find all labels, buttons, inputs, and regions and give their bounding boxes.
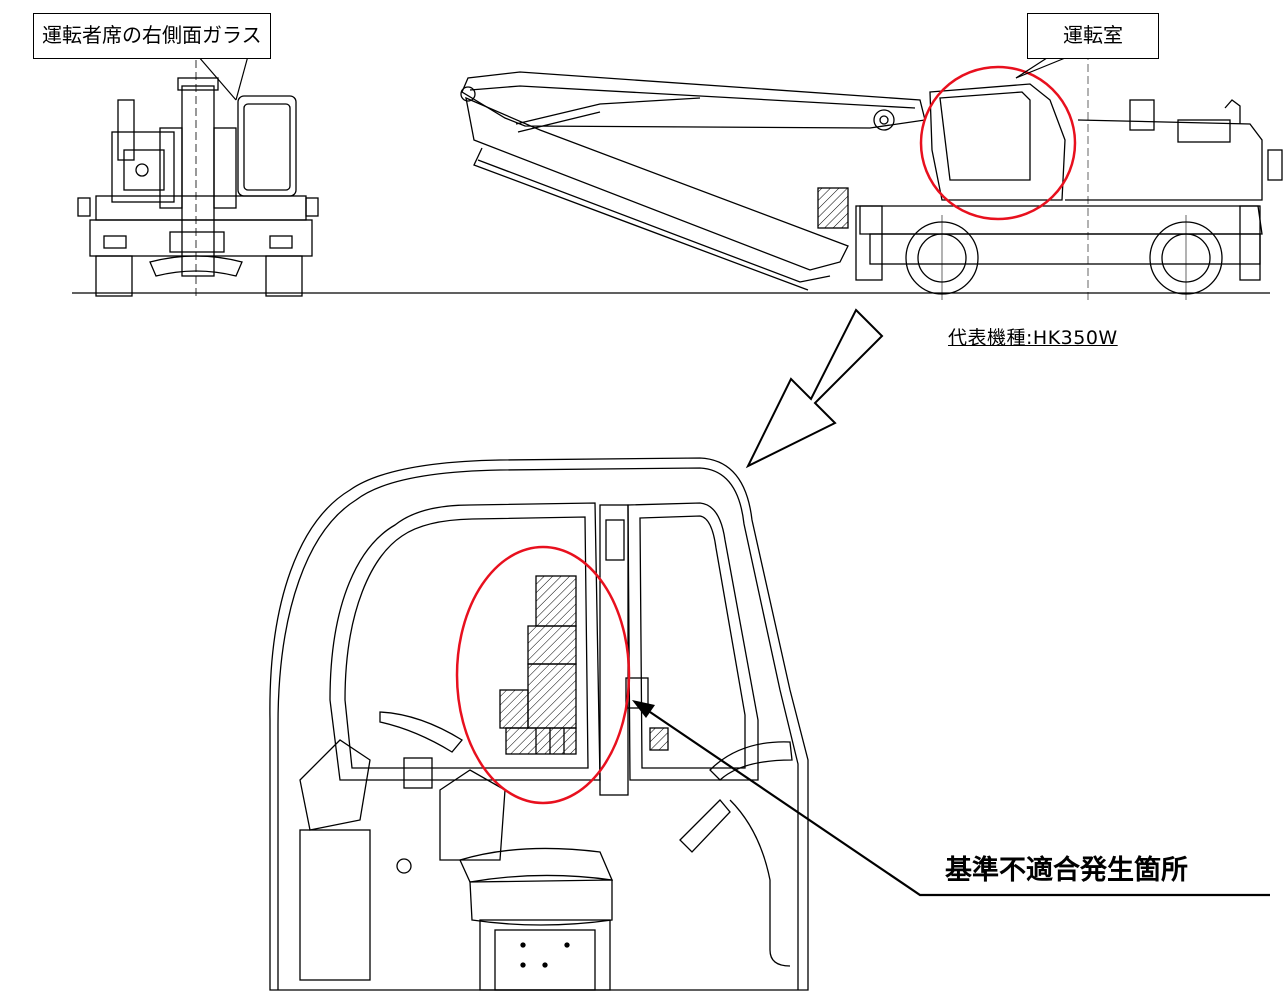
machine-front-view [77, 60, 319, 300]
cab-leader-line-2 [1015, 55, 1071, 79]
glass-highlight-circle [455, 545, 631, 805]
cab-highlight-circle [919, 65, 1077, 221]
defect-location-label: 基準不適合発生箇所 [945, 855, 1188, 886]
view-direction-arrow [745, 308, 884, 469]
glass-label: 運転者席の右側面ガラス [33, 13, 271, 59]
defect-pointer-line [649, 711, 1270, 897]
glass-leader-line [197, 55, 237, 101]
machine-side-view [460, 40, 1283, 300]
defect-pointer-arrowhead [632, 700, 655, 718]
cabin-label: 運転室 [1027, 13, 1159, 59]
model-label: 代表機種:HK350W [948, 327, 1118, 349]
cab-interior-view [269, 457, 809, 991]
cab-leader-line [1015, 55, 1051, 79]
glass-leader-line-2 [235, 55, 249, 101]
